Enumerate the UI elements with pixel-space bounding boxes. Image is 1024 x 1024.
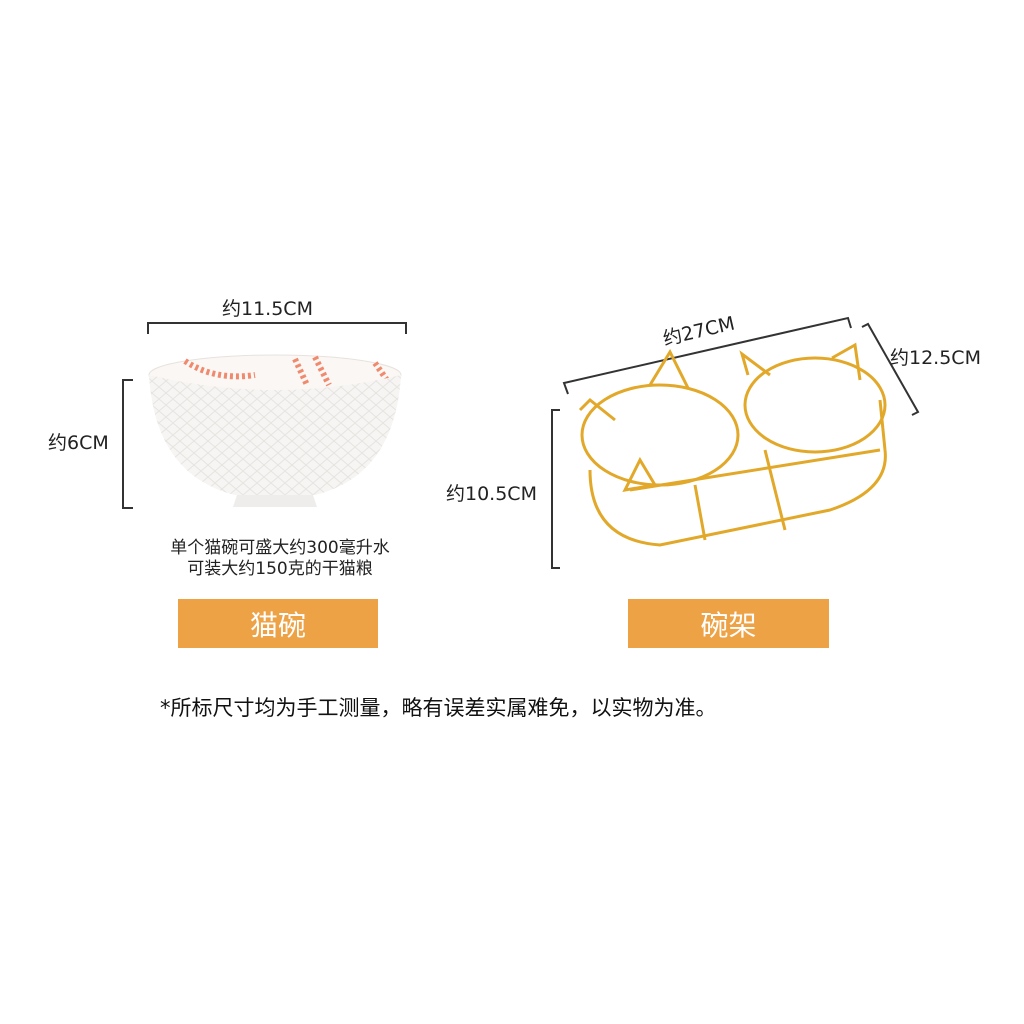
bowl-caption: 单个猫碗可盛大约300毫升水 可装大约150克的干猫粮: [120, 538, 440, 580]
bowl-width-label: 约11.5CM: [222, 298, 313, 320]
bowl-caption-line1: 单个猫碗可盛大约300毫升水: [170, 538, 390, 558]
measurement-footnote: *所标尺寸均为手工测量，略有误差实属难免，以实物为准。: [160, 696, 717, 720]
cat-bowl-image: [148, 354, 402, 507]
bowl-tag: 猫碗: [178, 599, 378, 648]
bowl-height-label: 约6CM: [48, 432, 109, 454]
bowl-stand-image: [578, 342, 887, 547]
stand-tag: 碗架: [628, 599, 829, 648]
stand-height-label: 约10.5CM: [446, 483, 537, 505]
stand-depth-label: 约12.5CM: [890, 347, 981, 369]
bowl-caption-line2: 可装大约150克的干猫粮: [187, 559, 373, 579]
